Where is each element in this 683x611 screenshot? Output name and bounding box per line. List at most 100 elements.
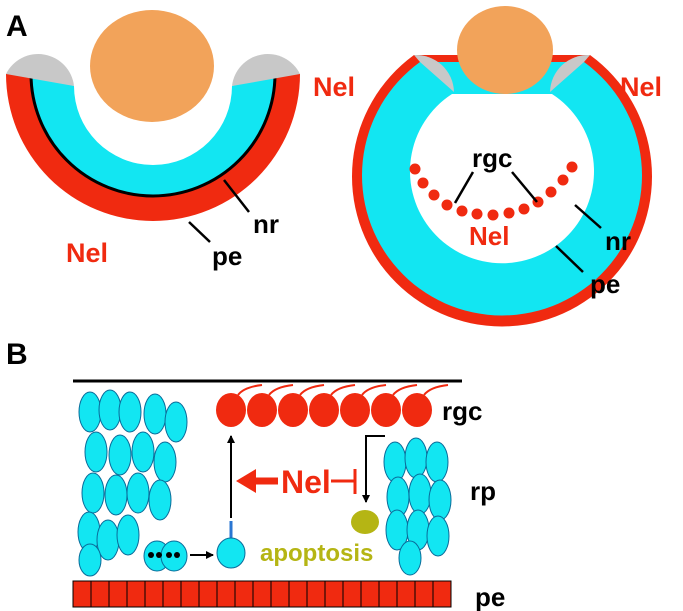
progenitor-cell <box>108 434 132 476</box>
progenitor-cell <box>116 514 140 556</box>
right-nel-inner-label: Nel <box>469 221 509 251</box>
left-lip-gray-right <box>232 54 300 86</box>
right-rgc-label: rgc <box>472 143 512 173</box>
right-eye-cup: rgc Nel nr pe Nel Nel <box>313 6 662 327</box>
right-lens <box>457 6 553 94</box>
left-nr-pointer <box>223 179 250 213</box>
nel-arrow-head <box>236 469 256 493</box>
right-lip-gray-right <box>550 54 590 92</box>
rgc-cell <box>278 393 308 427</box>
rgc-axon <box>237 384 263 396</box>
progenitor-cell <box>143 393 167 435</box>
pe-cell <box>288 580 308 608</box>
pe-label: pe <box>475 582 505 611</box>
rgc-label: rgc <box>442 396 482 426</box>
rgc-cell <box>247 393 277 427</box>
progenitor-cluster-right <box>383 437 452 576</box>
rgc-dots <box>409 161 578 221</box>
right-lip-gray-left <box>414 54 454 92</box>
pe-cell <box>306 580 326 608</box>
progenitor-cell <box>164 401 188 443</box>
chromosome-dot <box>174 552 180 558</box>
rgc-dot <box>428 189 440 201</box>
progenitor-cell <box>148 479 172 521</box>
rgc-dot <box>471 208 483 220</box>
rgc-cell <box>216 393 246 427</box>
rgc-axon <box>423 384 449 396</box>
progenitor-cell <box>118 391 142 433</box>
rgc-cell <box>402 393 432 427</box>
pe-cell <box>360 580 380 608</box>
rgc-dot <box>503 207 515 219</box>
left-eye-cup: nr pe Nel <box>6 10 300 271</box>
pe-cell <box>198 580 218 608</box>
rgc-cell <box>309 393 339 427</box>
rgc-dot <box>566 161 578 173</box>
apoptotic-cell <box>351 510 379 534</box>
progenitor-cell <box>426 515 450 557</box>
rgc-axon <box>268 384 294 396</box>
rgc-dot <box>409 163 421 175</box>
rgc-dot <box>557 174 569 186</box>
left-nr-layer <box>31 74 275 196</box>
progenitor-cell <box>104 474 128 516</box>
right-nel-left-label: Nel <box>313 72 355 102</box>
chromosome-dot <box>156 552 162 558</box>
pe-cell <box>180 580 200 608</box>
right-nr-label: nr <box>605 226 631 256</box>
chromosome-dot <box>148 552 154 558</box>
progenitor-cell <box>383 441 407 483</box>
left-pe-pointer <box>188 221 211 243</box>
progenitor-cell <box>131 431 155 473</box>
pe-cell <box>126 580 146 608</box>
right-pe-label: pe <box>590 269 620 299</box>
pe-cell <box>432 580 452 608</box>
left-nr-label: nr <box>253 209 279 239</box>
pe-cell <box>108 580 128 608</box>
right-nr-pointer <box>574 204 602 229</box>
progenitor-cell <box>428 479 452 521</box>
rgc-cells <box>216 393 432 427</box>
left-nel-label: Nel <box>66 238 108 268</box>
progenitor-cell <box>408 473 432 515</box>
pe-cell <box>324 580 344 608</box>
pe-cell <box>234 580 254 608</box>
rgc-axon <box>299 384 325 396</box>
progenitor-cell <box>78 391 102 433</box>
left-lip-gray-left <box>6 54 74 86</box>
rgc-pointer-left <box>453 171 475 204</box>
panel-a-label: A <box>6 10 28 43</box>
right-lumen <box>410 94 595 264</box>
pe-cell <box>378 580 398 608</box>
dividing-progenitor <box>143 540 188 572</box>
progenitor-cell <box>126 472 150 514</box>
rgc-dot <box>456 205 468 217</box>
rgc-axon <box>392 384 418 396</box>
pe-cell <box>396 580 416 608</box>
left-pe-label: pe <box>212 241 242 271</box>
progenitor-cluster-left <box>77 389 188 577</box>
left-boundary-line <box>29 73 277 198</box>
left-lens <box>90 10 214 122</box>
rgc-dot <box>417 177 429 189</box>
right-pe-pointer <box>555 245 584 273</box>
nel-label: Nel <box>281 464 331 500</box>
apoptosis-arrow <box>362 435 385 503</box>
rgc-dot <box>441 199 453 211</box>
pe-cell <box>342 580 362 608</box>
pe-cell <box>252 580 272 608</box>
progenitor-cell <box>153 441 177 483</box>
rgc-dot <box>545 186 557 198</box>
progenitor-cell <box>398 540 422 576</box>
rp-label: rp <box>470 476 496 506</box>
pe-cell <box>144 580 164 608</box>
pe-strip <box>72 580 452 608</box>
daughter-cell <box>160 540 188 572</box>
chromosome-dot <box>166 552 172 558</box>
progenitor-cell <box>81 472 105 514</box>
pe-cell <box>270 580 290 608</box>
progenitor-cell <box>98 389 122 431</box>
rgc-cell <box>371 393 401 427</box>
rgc-dot <box>487 209 499 221</box>
